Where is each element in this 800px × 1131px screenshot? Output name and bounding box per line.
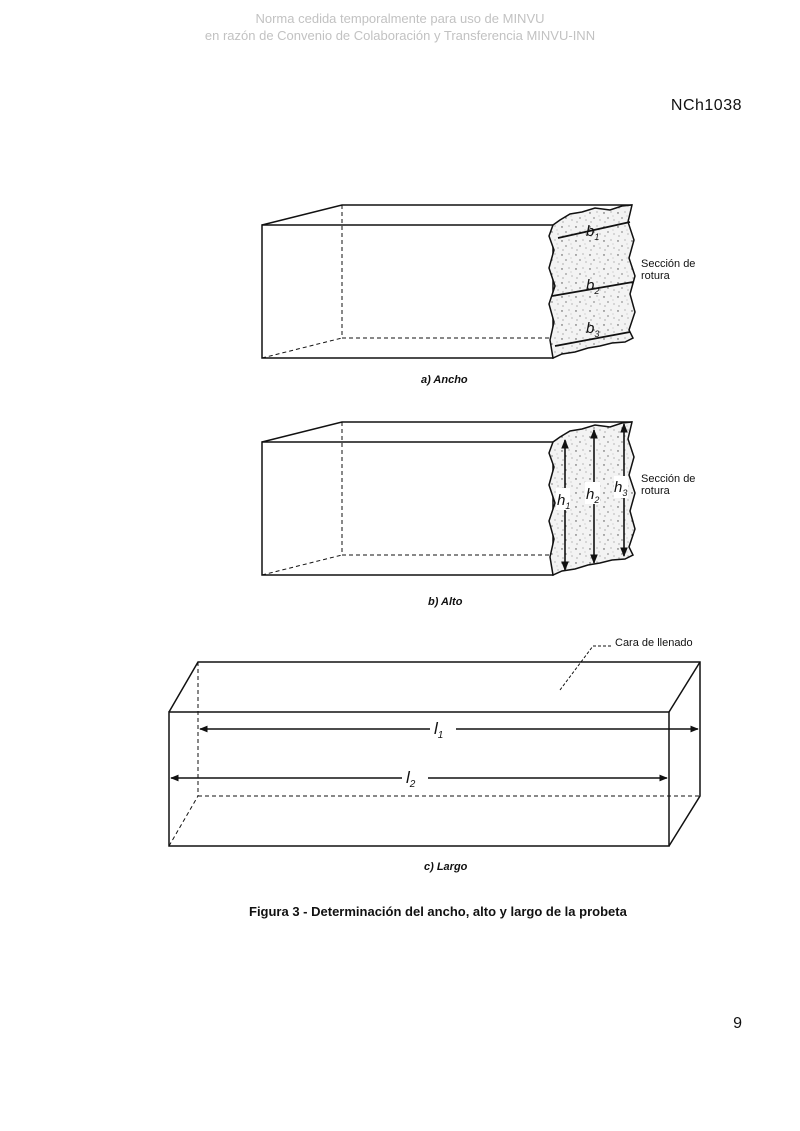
panel-c-labels: l1 l2 Cara de llenado c) Largo [402, 637, 693, 873]
panel-a-hidden-edges [261, 205, 550, 359]
watermark-line-2: en razón de Convenio de Colaboración y T… [204, 28, 596, 43]
panel-a-labels: b1 b2 b3 Sección de rotura a) Ancho [421, 223, 695, 386]
watermark-line-1: Norma cedida temporalmente para uso de M… [255, 11, 545, 26]
label-b3: b3 [586, 320, 599, 339]
panel-a-section-label-2: rotura [641, 270, 671, 282]
panel-a-fracture-section [548, 204, 636, 360]
panel-c-caption: c) Largo [424, 861, 468, 873]
panel-a-top-face [261, 204, 632, 226]
panel-a-section-label-1: Sección de [641, 258, 695, 270]
figure-caption: Figura 3 - Determinación del ancho, alto… [249, 904, 628, 919]
panel-b-labels: h1 h2 h3 Sección de rotura b) Alto [428, 473, 695, 608]
panel-c-front-face [168, 711, 670, 847]
panel-c-leader-line [559, 645, 612, 691]
panel-a-b2-line [551, 281, 634, 297]
label-h1: h1 [557, 492, 570, 511]
label-h2: h2 [586, 486, 599, 505]
panel-b-section-label-2: rotura [641, 485, 671, 497]
panel-a-b1-line [557, 221, 631, 239]
panel-c-face-label: Cara de llenado [615, 637, 693, 649]
label-h3: h3 [614, 479, 627, 498]
page-number: 9 [733, 1015, 742, 1032]
panel-b-hidden-edges [261, 422, 550, 576]
label-b2: b2 [586, 277, 599, 296]
panel-b-caption: b) Alto [428, 596, 463, 608]
figure-3: b1 b2 b3 Sección de rotura a) Ancho h1 h… [155, 170, 711, 925]
panel-b-top-face [261, 421, 632, 443]
panel-a-caption: a) Ancho [421, 374, 468, 386]
label-b1: b1 [586, 223, 599, 242]
panel-a-b3-line [554, 331, 631, 347]
label-l1: l1 [434, 719, 443, 741]
label-l2: l2 [406, 768, 416, 790]
panel-a-ancho [261, 204, 636, 360]
panel-c-hidden-edges [168, 662, 700, 847]
panel-b-section-label-1: Sección de [641, 473, 695, 485]
watermark: Norma cedida temporalmente para uso de M… [0, 10, 800, 44]
standard-code: NCh1038 [670, 97, 742, 114]
panel-c-top-back-edge [668, 661, 701, 713]
